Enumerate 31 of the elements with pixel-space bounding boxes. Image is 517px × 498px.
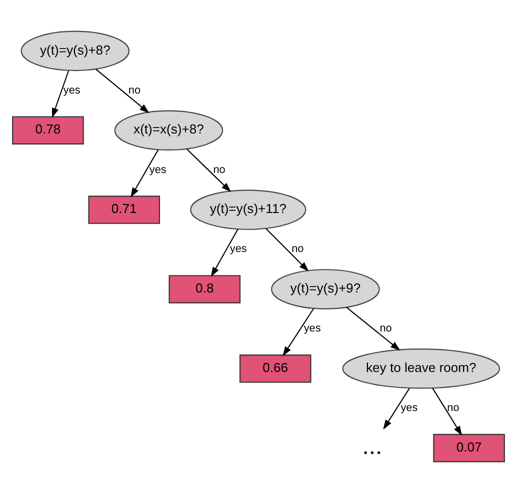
node-box: 0.71 [88, 195, 160, 224]
arrow [282, 308, 314, 356]
arrow [266, 228, 309, 271]
edge-label: no [213, 163, 226, 176]
node-ellipse: x(t)=x(s)+8? [114, 110, 224, 150]
edge-label: no [380, 322, 392, 334]
node-ellipse: y(t)=y(s)+9? [271, 268, 380, 309]
node-ellipse: y(t)=y(s)+8? [20, 30, 130, 71]
edge-label: yes [230, 242, 247, 255]
arrow [210, 228, 238, 276]
node-box: 0.66 [239, 354, 312, 382]
arrow [96, 68, 150, 113]
edge-label: yes [149, 163, 166, 176]
edge-label: no [292, 242, 304, 255]
node-box: 0.07 [433, 433, 505, 462]
arrow [346, 306, 400, 350]
arrow [383, 387, 410, 430]
node-box: 0.8 [168, 274, 241, 303]
edge-label: yes [304, 322, 321, 334]
edge-label: no [128, 84, 141, 96]
node-ellipse: y(t)=y(s)+11? [190, 189, 306, 230]
arrow [52, 70, 70, 118]
arrow [130, 148, 159, 197]
arrow [186, 148, 232, 192]
edge-label: yes [63, 84, 80, 96]
edge-label: no [447, 402, 460, 414]
node-text: ... [362, 432, 382, 460]
node-box: 0.78 [12, 116, 84, 144]
edge-label: yes [400, 402, 418, 414]
arrow [432, 387, 462, 436]
node-ellipse: key to leave room? [342, 348, 500, 388]
